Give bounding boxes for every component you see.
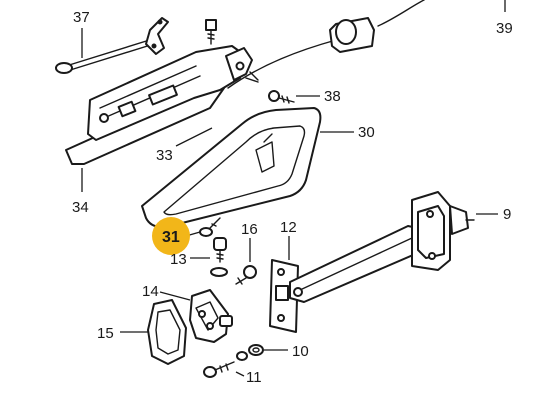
callout-12: 12 — [280, 219, 297, 236]
part-38-screw — [268, 90, 295, 104]
callout-15: 15 — [97, 325, 114, 342]
callout-39: 39 — [496, 20, 513, 37]
part-34-handle-mechanism — [65, 45, 259, 165]
part-14-bracket — [189, 289, 233, 343]
part-37-linkage-rod — [55, 17, 169, 74]
callout-34: 34 — [72, 199, 89, 216]
part-16-bolt — [235, 265, 257, 285]
part-39-cable — [227, 0, 425, 89]
callout-38: 38 — [324, 88, 341, 105]
callout-10: 10 — [292, 343, 309, 360]
callout-labels: 37 39 38 30 33 34 31 13 16 12 9 14 15 10… — [72, 9, 513, 386]
part-9-door-check — [289, 191, 475, 303]
leader-lines — [81, 0, 506, 377]
callout-16: 16 — [241, 221, 258, 238]
part-10-washers — [236, 344, 264, 361]
part-15-gasket — [147, 299, 187, 365]
callout-9: 9 — [503, 206, 511, 223]
callout-13: 13 — [170, 251, 187, 268]
part-13-screw — [210, 237, 228, 277]
callout-37: 37 — [73, 9, 90, 26]
callout-30: 30 — [358, 124, 375, 141]
callout-33: 33 — [156, 147, 173, 164]
part-12-mounting-plate — [269, 259, 299, 333]
part-31-screw — [199, 217, 221, 237]
callout-31: 31 — [162, 229, 180, 246]
highlight-marker — [152, 217, 190, 255]
callout-11: 11 — [246, 369, 262, 386]
part-11-screws — [203, 361, 235, 378]
callout-14: 14 — [142, 283, 159, 300]
part-screw-top — [205, 19, 217, 45]
